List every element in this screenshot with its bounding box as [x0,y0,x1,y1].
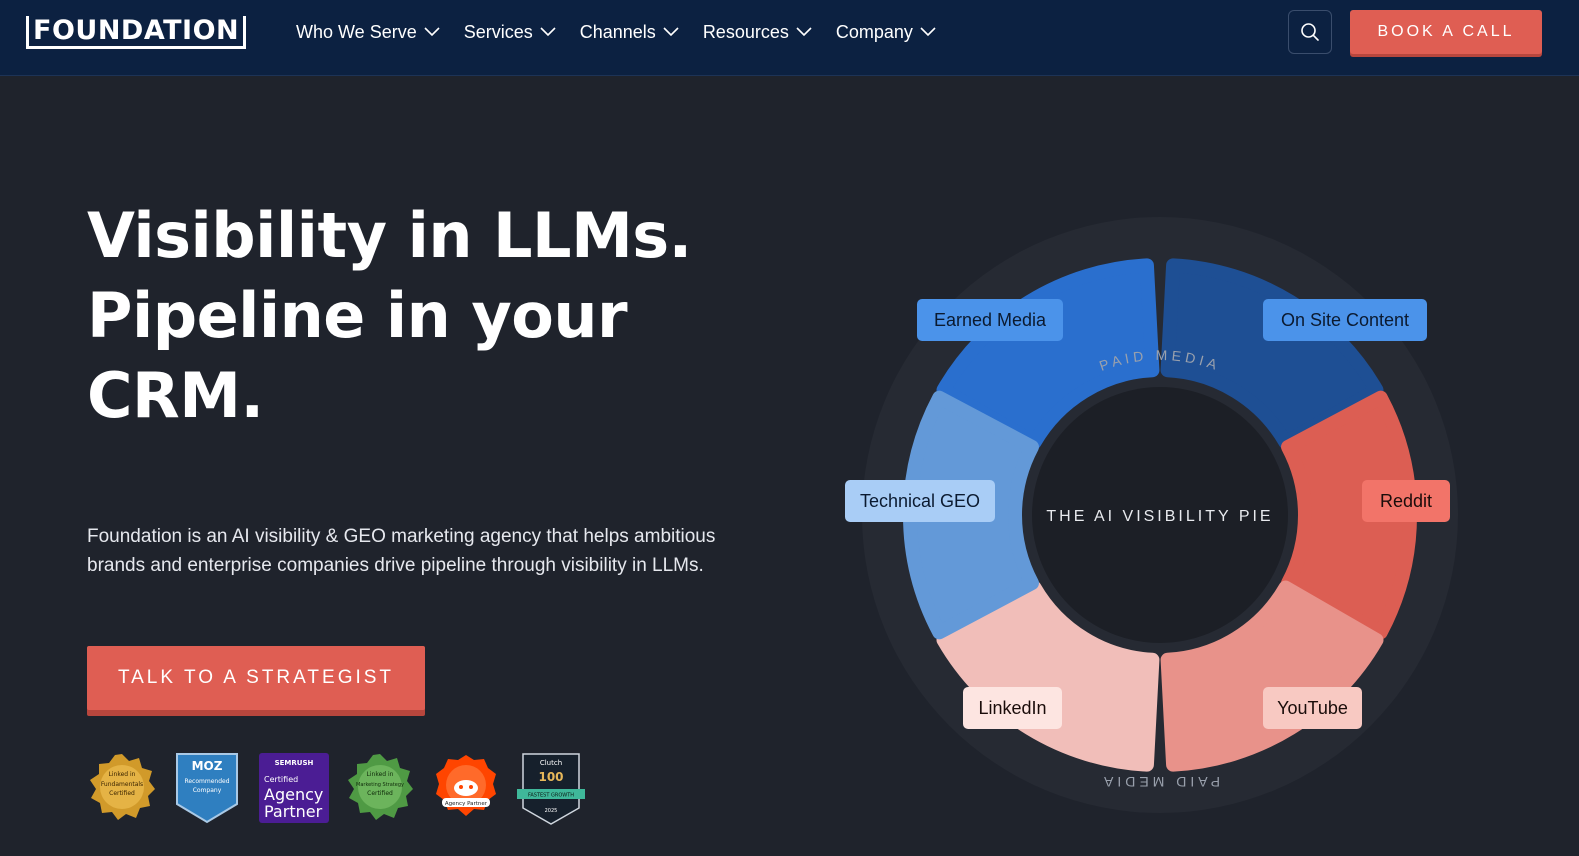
linkedin-marketing-strategy-badge: Linked in Marketing Strategy Certified [348,754,413,820]
badge-text: Agency [264,785,323,804]
pie-label-background [917,299,1063,341]
badge-text: 100 [538,770,563,784]
pie-label-reddit[interactable]: Reddit [1362,480,1450,522]
badge-text: Marketing Strategy [356,782,404,788]
badge-text: Certified [367,790,393,797]
badge-text: Partner [264,802,323,821]
pie-label-background [963,687,1062,729]
pie-label-text: LinkedIn [978,698,1046,718]
pie-label-background [1263,299,1427,341]
pie-segment-linkedin[interactable] [936,580,1160,772]
pie-segments [903,258,1417,772]
search-button[interactable] [1288,10,1332,54]
menu-label: Services [463,21,533,42]
menu-label: Who We Serve [296,21,417,42]
chevron-down-icon [424,27,440,37]
pie-label-text: Reddit [1380,491,1432,511]
ai-visibility-pie: THE AI VISIBILITY PIE PAID MEDIA PAID ME… [845,217,1458,813]
pie-segment-reddit[interactable] [1281,390,1417,640]
badge-text: Certified [264,775,298,784]
badge-text: Certified [109,790,135,797]
badge-text: MOZ [192,759,223,773]
menu-label: Channels [579,21,656,42]
badge-text: Linked in [367,771,394,778]
search-icon [1301,23,1319,41]
pie-label-youtube[interactable]: YouTube [1263,687,1362,729]
pie-label-text: Earned Media [934,310,1047,330]
pie-label-background [1362,480,1450,522]
menu-who-we-serve[interactable]: Who We Serve [296,22,440,43]
main-menu: Who We Serve Services Channels Resources… [296,0,960,64]
semrush-agency-badge: SEMRUSH Certified Agency Partner [259,753,329,823]
badge-text: Recommended [184,778,229,785]
badge-text: FASTEST GROWTH [528,793,574,799]
reddit-agency-partner-badge: Agency Partner [436,755,496,816]
pie-label-technical-geo[interactable]: Technical GEO [845,480,995,522]
hero-subtext: Foundation is an AI visibility & GEO mar… [87,526,716,576]
pie-label-text: Technical GEO [860,491,980,511]
linkedin-fundamentals-badge: Linked in Fundamentals Certified [90,754,155,820]
chevron-down-icon [796,27,812,37]
pie-label-linkedin[interactable]: LinkedIn [963,687,1062,729]
talk-to-strategist-button[interactable]: TALK TO A STRATEGIST [87,646,425,710]
clutch-100-badge: Clutch 100 FASTEST GROWTH 2025 [517,753,585,825]
menu-label: Company [835,21,913,42]
badge-text: Agency Partner [445,801,488,807]
book-a-call-button[interactable]: BOOK A CALL [1350,10,1542,54]
badge-text: SEMRUSH [275,759,314,767]
pie-center [1032,387,1288,643]
pie-label-text: YouTube [1277,698,1348,718]
chevron-down-icon [920,27,936,37]
pie-label-earned-media[interactable]: Earned Media [917,299,1063,341]
menu-resources[interactable]: Resources [703,22,812,43]
chevron-down-icon [663,27,679,37]
top-navigation: FOUNDATION Who We Serve Services Channel… [0,0,1579,76]
badge-text: 2025 [545,808,558,814]
menu-label: Resources [702,21,789,42]
badge-text: Clutch [540,759,562,767]
pie-segment-labels: Earned Media On Site ContentRedditYouTube… [845,299,1450,729]
pie-segment-on-site-content[interactable] [1160,258,1384,450]
badge-text: Fundamentals [101,781,143,788]
menu-company[interactable]: Company [836,22,936,43]
menu-channels[interactable]: Channels [580,22,679,43]
pie-label-background [845,480,995,522]
moz-recommended-badge: MOZ Recommended Company [176,753,238,824]
pie-label-text: On Site Content [1281,310,1409,330]
paid-media-bottom-label: PAID MEDIA [1100,774,1220,790]
pie-label-background [1263,687,1362,729]
foundation-logo[interactable]: FOUNDATION [26,16,247,49]
pie-center-label: THE AI VISIBILITY PIE [1046,508,1273,525]
badge-text: Linked in [109,771,136,778]
badge-text: Company [193,787,222,794]
hero-headline: Visibility in LLMs. Pipeline in your CRM… [87,199,692,432]
chevron-down-icon [540,27,556,37]
pie-label-on-site-content[interactable]: On Site Content [1263,299,1427,341]
menu-services[interactable]: Services [464,22,556,43]
